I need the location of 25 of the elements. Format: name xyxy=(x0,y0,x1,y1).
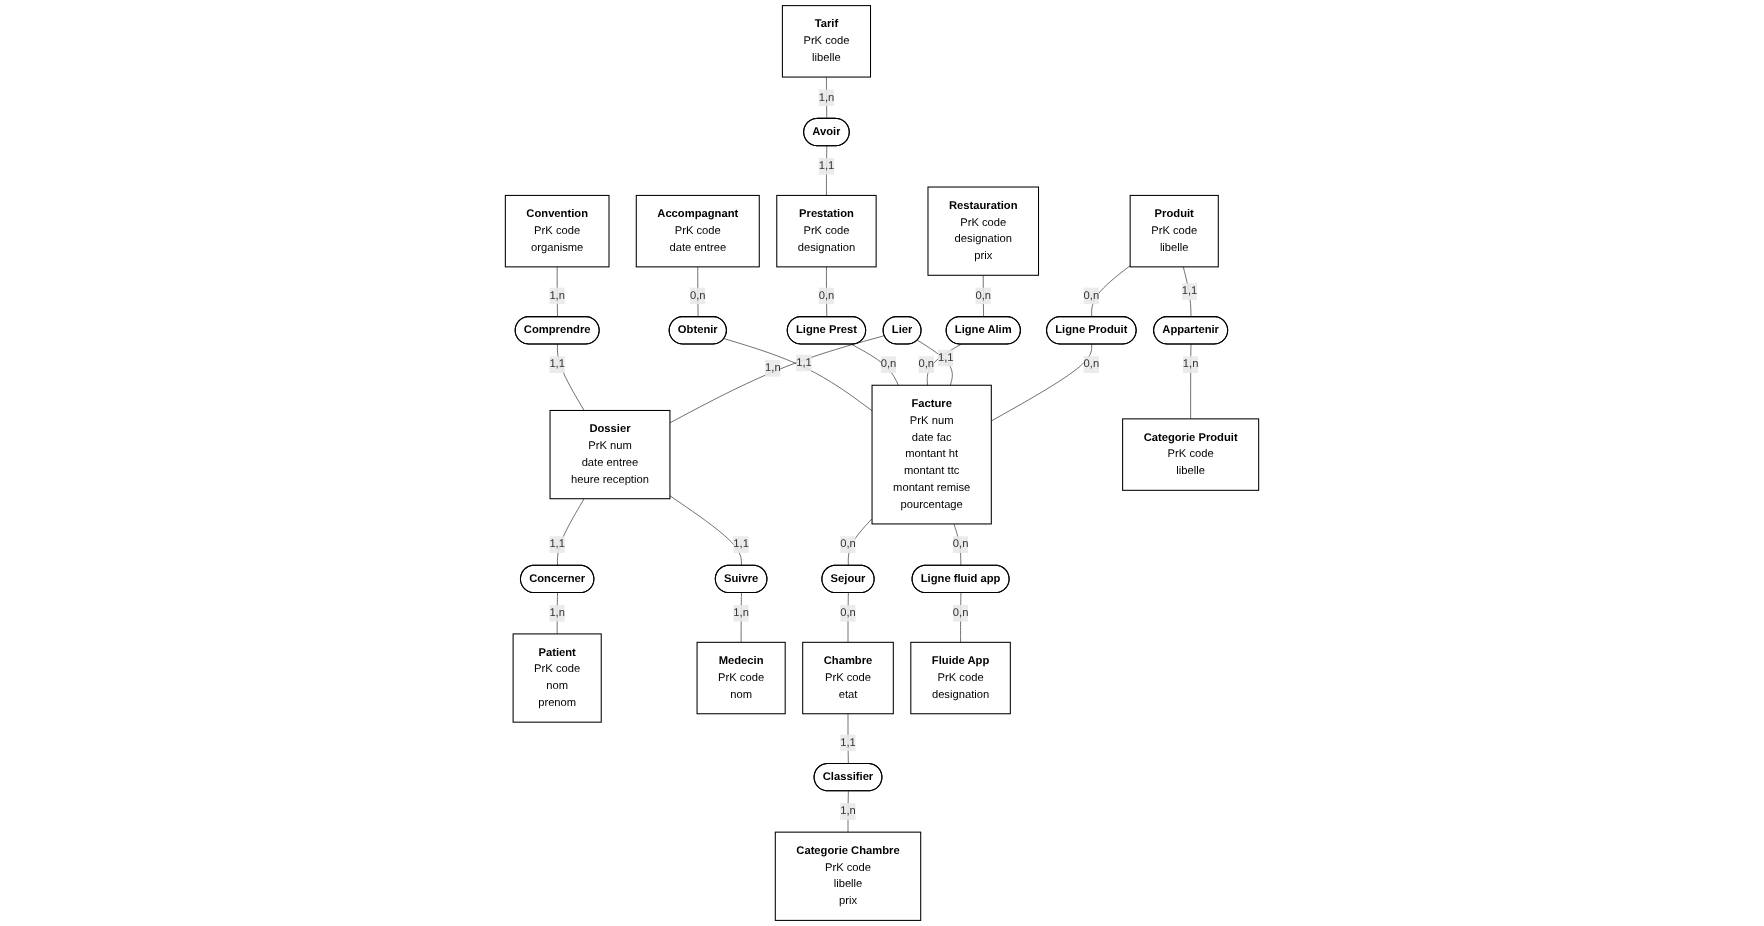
connector xyxy=(1182,266,1192,318)
connector xyxy=(847,592,849,643)
connector xyxy=(669,495,742,566)
connector xyxy=(847,713,849,765)
connector xyxy=(556,592,558,635)
connector xyxy=(723,338,873,412)
connector xyxy=(557,498,585,566)
connector xyxy=(847,518,873,566)
connector xyxy=(847,790,849,833)
connector xyxy=(740,592,742,643)
connector xyxy=(982,274,984,318)
connector xyxy=(826,76,828,120)
connector xyxy=(1091,265,1131,318)
connector xyxy=(926,343,962,386)
connector xyxy=(697,266,699,318)
connector xyxy=(917,339,953,386)
connector xyxy=(826,266,828,318)
connector xyxy=(669,335,885,424)
connector xyxy=(960,592,962,643)
connector xyxy=(851,343,899,386)
connector xyxy=(826,145,828,196)
connector xyxy=(1190,343,1192,420)
connector xyxy=(557,343,585,411)
connector xyxy=(990,343,1093,422)
connector xyxy=(556,266,558,318)
